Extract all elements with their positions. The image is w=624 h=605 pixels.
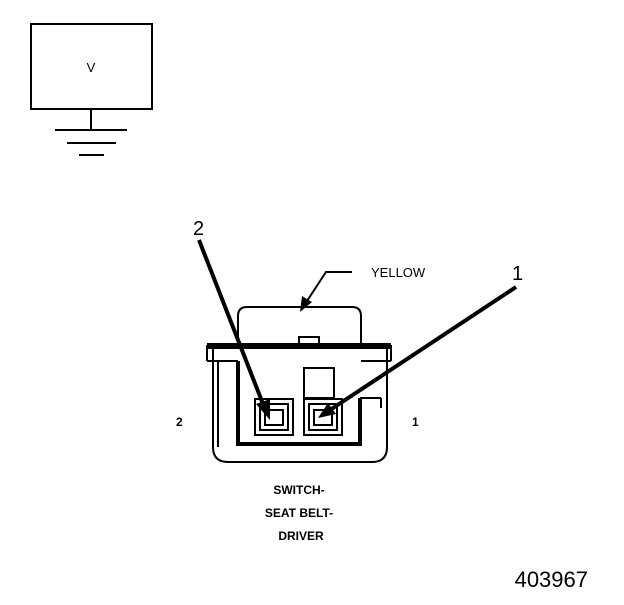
voltmeter-symbol: V	[87, 60, 96, 75]
arrow-head-icon	[300, 296, 312, 312]
connector-body	[212, 345, 388, 463]
wire-color-label: YELLOW	[371, 265, 426, 280]
terminal-1	[303, 367, 343, 436]
pin-label-2: 2	[176, 415, 183, 429]
connector-latch	[237, 306, 362, 345]
pin-label-1: 1	[412, 415, 419, 429]
connector-name-line-2: SEAT BELT-	[265, 506, 333, 520]
wire-color-callout: YELLOW	[300, 265, 426, 312]
connector-cavity	[236, 361, 362, 446]
connector-name: SWITCH- SEAT BELT- DRIVER	[265, 483, 333, 543]
callout-1-number: 1	[512, 263, 523, 285]
connector-name-line-3: DRIVER	[278, 529, 324, 543]
callout-2-number: 2	[193, 218, 204, 240]
ground-icon	[55, 129, 127, 156]
connector-name-line-1: SWITCH-	[273, 483, 324, 497]
terminal-2	[254, 398, 294, 436]
callout-2: 2	[193, 218, 270, 420]
arrow-head-icon	[318, 403, 336, 418]
callout-1: 1	[318, 263, 523, 418]
figure-id: 403967	[515, 567, 588, 592]
seat-belt-switch-connector	[206, 306, 392, 463]
connector-top-bar	[207, 343, 391, 349]
arrow-head-icon	[256, 399, 270, 420]
voltmeter: V	[30, 23, 153, 156]
